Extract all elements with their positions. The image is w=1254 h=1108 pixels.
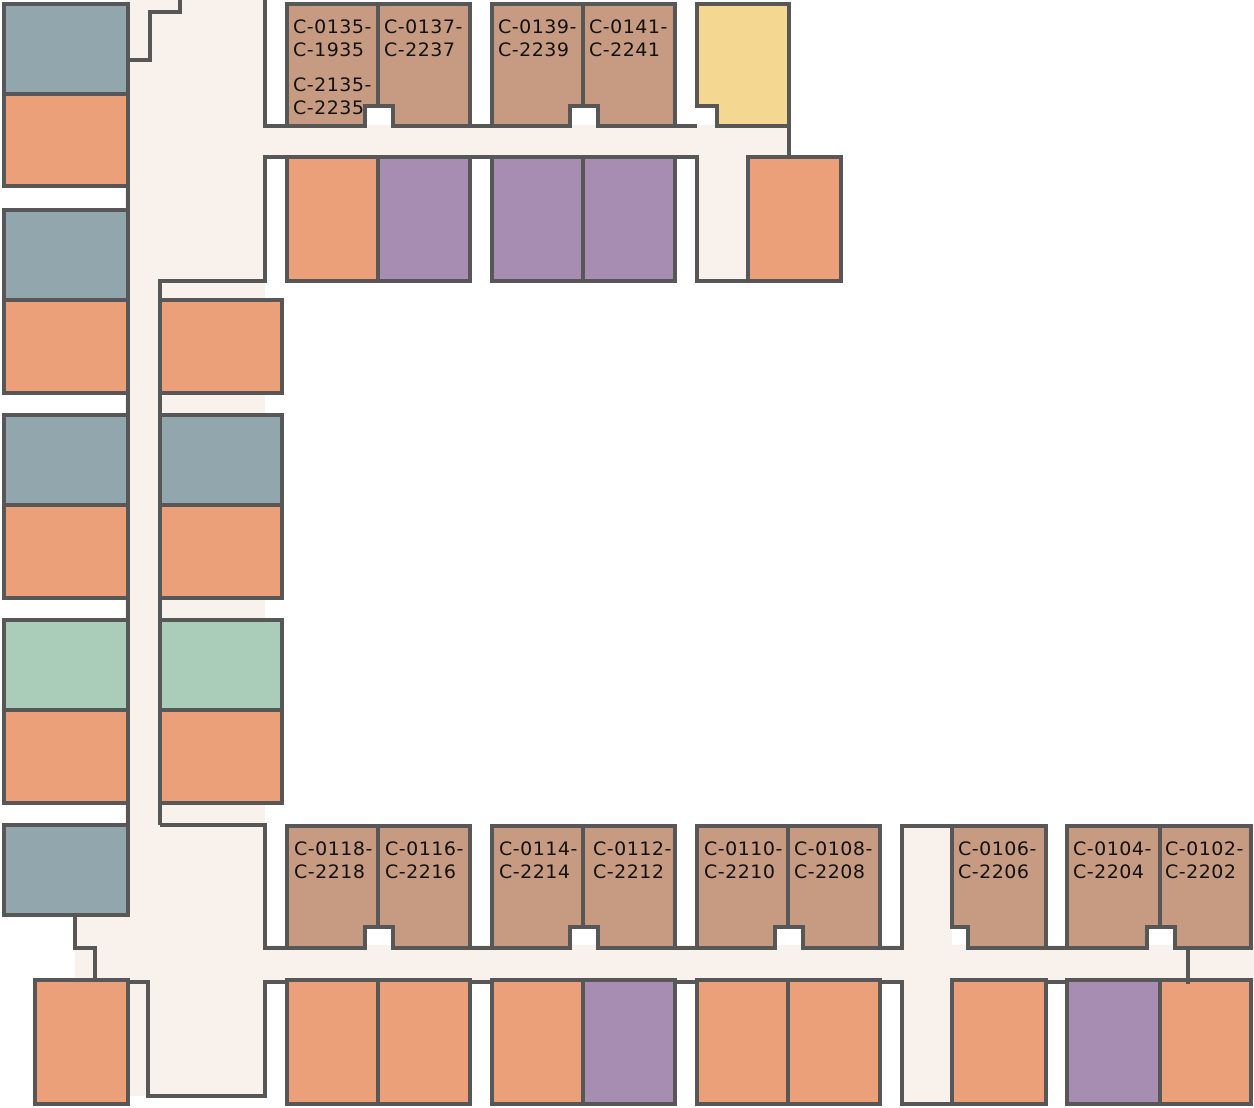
unit-u07[interactable] bbox=[2, 618, 130, 712]
unit-u43[interactable] bbox=[1158, 978, 1253, 1106]
unit-label-u25-line-1: C-0118- bbox=[294, 838, 373, 860]
unit-u06[interactable] bbox=[2, 503, 130, 600]
unit-label-u25-line-2: C-2218 bbox=[294, 861, 365, 883]
unit-label-u18-line-2: C-2241 bbox=[589, 39, 660, 61]
unit-u41[interactable] bbox=[950, 978, 1048, 1106]
unit-u16[interactable] bbox=[376, 2, 472, 128]
unit-u12[interactable] bbox=[158, 503, 284, 600]
wall-top-second-left bbox=[158, 155, 287, 825]
unit-label-u16-line-1: C-0137- bbox=[384, 16, 463, 38]
wall-bottom-row-gaps bbox=[470, 980, 1067, 1106]
unit-u18[interactable] bbox=[581, 2, 677, 128]
corridor-bottom bbox=[75, 945, 1254, 980]
unit-u14[interactable] bbox=[158, 708, 284, 805]
wall-top-stub bbox=[675, 155, 748, 283]
walls-layer bbox=[73, 0, 1190, 1106]
unit-label-u32-line-1: C-0104- bbox=[1073, 838, 1152, 860]
unit-u03[interactable] bbox=[2, 208, 130, 302]
unit-label-u27-line-1: C-0114- bbox=[499, 838, 578, 860]
unit-label-u33-line-2: C-2202 bbox=[1165, 861, 1236, 883]
unit-label-u26-line-2: C-2216 bbox=[385, 861, 456, 883]
unit-label-u32-line-2: C-2204 bbox=[1073, 861, 1144, 883]
unit-label-u17-line-2: C-2239 bbox=[498, 39, 569, 61]
wall-top-gap-1 bbox=[263, 0, 287, 128]
unit-u09[interactable] bbox=[2, 823, 130, 917]
unit-label-u33-line-1: C-0102- bbox=[1165, 838, 1244, 860]
unit-label-u28-line-1: C-0112- bbox=[593, 838, 672, 860]
unit-label-u30-line-2: C-2208 bbox=[794, 861, 865, 883]
unit-u20[interactable] bbox=[285, 155, 380, 283]
unit-u24[interactable] bbox=[746, 155, 843, 283]
wall-lobby bbox=[73, 915, 97, 980]
unit-u04[interactable] bbox=[2, 298, 130, 395]
wall-lower-left bbox=[160, 823, 287, 950]
unit-u39[interactable] bbox=[695, 978, 790, 1106]
unit-u19[interactable] bbox=[695, 2, 791, 128]
unit-u08[interactable] bbox=[2, 708, 130, 805]
corridor-left-inner bbox=[125, 280, 160, 825]
unit-u13[interactable] bbox=[158, 618, 284, 712]
unit-u22[interactable] bbox=[490, 155, 585, 283]
unit-u38[interactable] bbox=[581, 978, 677, 1106]
labels-layer: C-0135-C-1935C-2135-C-2235C-0137-C-2237C… bbox=[293, 16, 1244, 883]
unit-u05[interactable] bbox=[2, 413, 130, 507]
unit-u21[interactable] bbox=[376, 155, 472, 283]
unit-u34[interactable] bbox=[33, 978, 130, 1106]
unit-u10[interactable] bbox=[158, 298, 284, 395]
wall-bottom-gaps bbox=[470, 824, 1067, 950]
unit-u40[interactable] bbox=[786, 978, 882, 1106]
corridor-top-stub bbox=[696, 125, 748, 280]
unit-u01[interactable] bbox=[2, 2, 130, 96]
unit-label-u29-line-1: C-0110- bbox=[704, 838, 783, 860]
wall-bottom-left bbox=[128, 980, 287, 1098]
unit-label-u27-line-2: C-2214 bbox=[499, 861, 570, 883]
unit-u30[interactable] bbox=[786, 824, 882, 950]
unit-u23[interactable] bbox=[581, 155, 677, 283]
unit-u37[interactable] bbox=[490, 978, 585, 1106]
unit-u31[interactable] bbox=[950, 824, 1048, 950]
unit-u02[interactable] bbox=[2, 92, 130, 188]
unit-label-u28-line-2: C-2212 bbox=[593, 861, 664, 883]
unit-label-u15-line-3: C-2135- bbox=[293, 74, 372, 96]
corridor-lobby bbox=[75, 915, 265, 980]
unit-label-u31-line-2: C-2206 bbox=[958, 861, 1029, 883]
corridor-bottom-stub bbox=[902, 826, 952, 1104]
corridor-area bbox=[75, 0, 1254, 1104]
unit-label-u15-line-4: C-2235 bbox=[293, 97, 364, 119]
unit-label-u30-line-1: C-0108- bbox=[794, 838, 873, 860]
unit-label-u15-line-1: C-0135- bbox=[293, 16, 372, 38]
unit-label-u16-line-2: C-2237 bbox=[384, 39, 455, 61]
unit-label-u29-line-2: C-2210 bbox=[704, 861, 775, 883]
unit-label-u15-line-2: C-1935 bbox=[293, 39, 364, 61]
wall-top-left-step bbox=[128, 0, 182, 62]
unit-u26[interactable] bbox=[376, 824, 472, 950]
unit-label-u18-line-1: C-0141- bbox=[589, 16, 668, 38]
unit-u28[interactable] bbox=[581, 824, 677, 950]
unit-label-u17-line-1: C-0139- bbox=[498, 16, 577, 38]
unit-u35[interactable] bbox=[285, 978, 380, 1106]
unit-label-u26-line-1: C-0116- bbox=[385, 838, 464, 860]
unit-u36[interactable] bbox=[376, 978, 472, 1106]
unit-u11[interactable] bbox=[158, 413, 284, 507]
unit-label-u31-line-1: C-0106- bbox=[958, 838, 1037, 860]
unit-u33[interactable] bbox=[1158, 824, 1253, 950]
unit-u42[interactable] bbox=[1065, 978, 1162, 1106]
